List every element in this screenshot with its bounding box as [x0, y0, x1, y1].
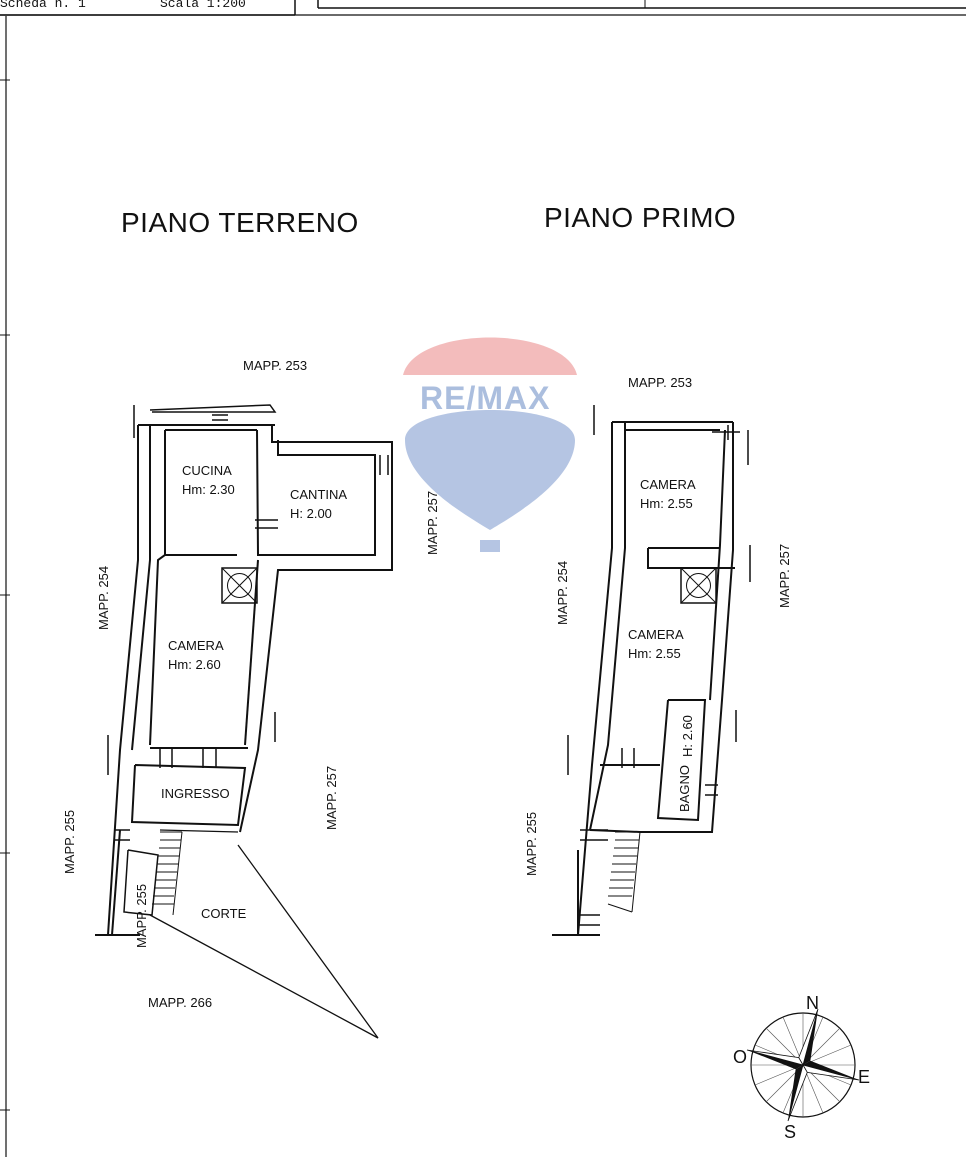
room-camera-first-2-height: Hm: 2.55	[628, 646, 681, 661]
compass-o: O	[733, 1047, 748, 1067]
compass-n: N	[806, 993, 819, 1013]
ground-mapp-left: MAPP. 254	[96, 565, 111, 630]
first-mapp-left-low: MAPP. 255	[524, 811, 539, 876]
room-ingresso: INGRESSO	[161, 786, 230, 801]
room-bagno: BAGNO	[677, 765, 692, 812]
ground-floor-title: PIANO TERRENO	[121, 207, 359, 238]
ground-mapp-inner: MAPP. 255	[134, 883, 149, 948]
ground-mapp-right-top: MAPP. 257	[425, 490, 440, 555]
ground-mapp-right-low: MAPP. 257	[324, 765, 339, 830]
remax-watermark-text: RE/MAX	[420, 380, 551, 416]
room-cucina-height: Hm: 2.30	[182, 482, 235, 497]
room-cantina-height: H: 2.00	[290, 506, 332, 521]
first-mapp-right: MAPP. 257	[777, 543, 792, 608]
compass-s: S	[784, 1122, 797, 1142]
room-camera-first-1: CAMERA Hm: 2.55	[640, 475, 696, 513]
ground-mapp-top: MAPP. 253	[243, 358, 308, 373]
room-cucina: CUCINA Hm: 2.30	[182, 461, 235, 499]
room-camera-first-1-name: CAMERA	[640, 477, 696, 492]
room-camera-first-1-height: Hm: 2.55	[640, 496, 693, 511]
header-strip: Scheda n. 1 Scala 1:200	[0, 0, 966, 16]
ground-mapp-bottom: MAPP. 266	[148, 995, 213, 1010]
header-lines	[0, 0, 966, 16]
area-corte: CORTE	[201, 906, 247, 921]
compass-rose	[746, 1008, 860, 1122]
room-camera-first-2-name: CAMERA	[628, 627, 684, 642]
first-mapp-top: MAPP. 253	[628, 375, 693, 390]
ground-mapp-left-low: MAPP. 255	[62, 809, 77, 874]
first-floor-title: PIANO PRIMO	[544, 202, 737, 233]
room-camera-ground-height: Hm: 2.60	[168, 657, 221, 672]
room-camera-first-2: CAMERA Hm: 2.55	[628, 625, 684, 663]
room-cantina: CANTINA H: 2.00	[290, 485, 347, 523]
room-camera-ground: CAMERA Hm: 2.60	[168, 636, 224, 674]
scheda-number: Scheda n. 1	[0, 0, 86, 11]
ground-floor-plan	[95, 404, 393, 1039]
room-cantina-name: CANTINA	[290, 487, 348, 502]
first-mapp-left: MAPP. 254	[555, 560, 570, 625]
room-bagno-height: H: 2.60	[680, 715, 695, 757]
scale-label: Scala 1:200	[160, 0, 246, 11]
remax-balloon-watermark	[403, 337, 577, 552]
first-floor-plan	[552, 421, 735, 936]
compass-e: E	[858, 1067, 871, 1087]
room-cucina-name: CUCINA	[182, 463, 232, 478]
room-camera-ground-name: CAMERA	[168, 638, 224, 653]
